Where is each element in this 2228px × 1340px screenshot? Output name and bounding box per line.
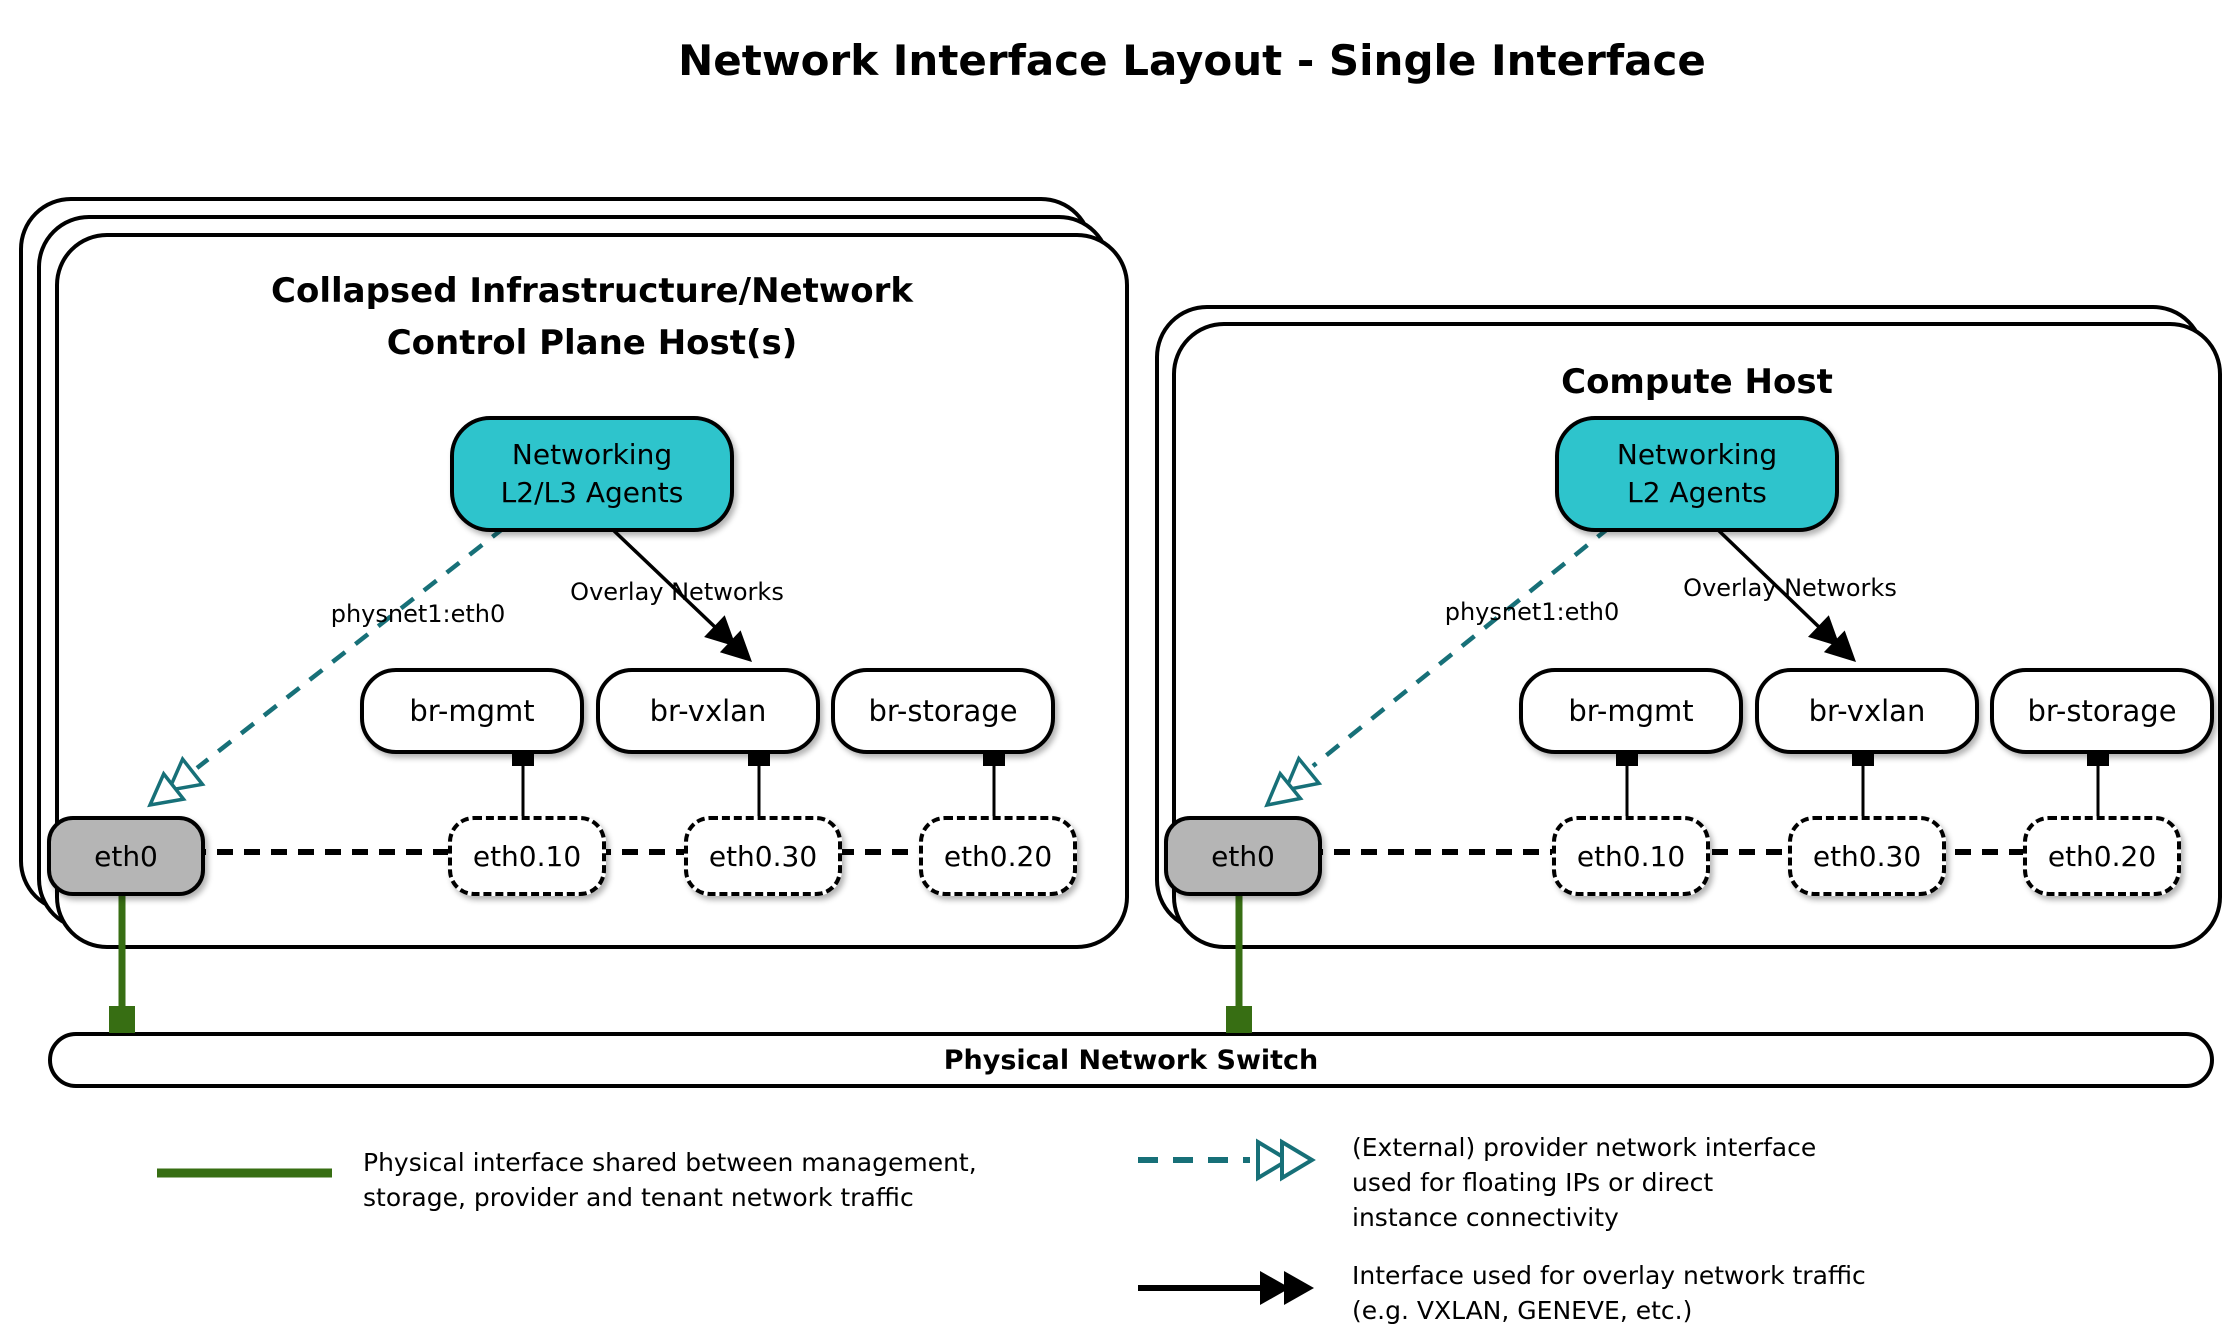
agent-label-line2: L2/L3 Agents [500,476,684,509]
provider-mapping-label: physnet1:eth0 [1444,598,1620,626]
host-title-line1: Collapsed Infrastructure/Network [271,271,913,311]
vlan-eth0-30: eth0.30 [1788,816,1946,896]
vlan-eth0-10: eth0.10 [1552,816,1710,896]
agent-label-line2: L2 Agents [1627,476,1767,509]
legend-line: (External) provider network interface [1352,1133,1817,1162]
compute-host-title: Compute Host [1176,356,2218,408]
legend-line: Physical interface shared between manage… [363,1148,977,1177]
bridge-br-vxlan: br-vxlan [1755,668,1979,754]
legend-provider-arrow-icon [1138,1138,1316,1182]
switch-label: Physical Network Switch [943,1044,1319,1076]
overlay-networks-label: Overlay Networks [1683,574,1897,602]
networking-agents-node: Networking L2 Agents [1555,416,1839,532]
vlan-eth0-20: eth0.20 [919,816,1077,896]
vlan-eth0-10: eth0.10 [448,816,606,896]
bridge-br-mgmt: br-mgmt [1519,668,1743,754]
physical-network-switch: Physical Network Switch [48,1032,2214,1088]
overlay-networks-label: Overlay Networks [570,578,784,606]
vlan-eth0-30: eth0.30 [684,816,842,896]
bridge-br-mgmt: br-mgmt [360,668,584,754]
legend-line: used for floating IPs or direct [1352,1168,1714,1197]
host-title-line2: Control Plane Host(s) [386,323,798,363]
control-plane-host-title: Collapsed Infrastructure/Network Control… [59,265,1125,369]
legend-line: Interface used for overlay network traff… [1352,1261,1866,1290]
legend-line: instance connectivity [1352,1203,1619,1232]
agent-label-line1: Networking [511,438,673,471]
legend-overlay-text: Interface used for overlay network traff… [1352,1258,1866,1328]
eth0-node: eth0 [1164,816,1322,896]
legend-overlay-arrow-icon [1138,1271,1314,1305]
agent-label-line1: Networking [1616,438,1778,471]
legend-line: storage, provider and tenant network tra… [363,1183,914,1212]
legend-provider-text: (External) provider network interface us… [1352,1130,1816,1235]
networking-agents-node: Networking L2/L3 Agents [450,416,734,532]
vlan-eth0-20: eth0.20 [2023,816,2181,896]
legend-line: (e.g. VXLAN, GENEVE, etc.) [1352,1296,1693,1325]
legend-physical-text: Physical interface shared between manage… [363,1145,977,1215]
bridge-br-storage: br-storage [831,668,1055,754]
bridge-br-vxlan: br-vxlan [596,668,820,754]
page-title: Network Interface Layout - Single Interf… [678,36,1706,85]
host-title-line1: Compute Host [1561,362,1833,402]
bridge-br-storage: br-storage [1990,668,2214,754]
provider-mapping-label: physnet1:eth0 [330,600,506,628]
eth0-node: eth0 [47,816,205,896]
